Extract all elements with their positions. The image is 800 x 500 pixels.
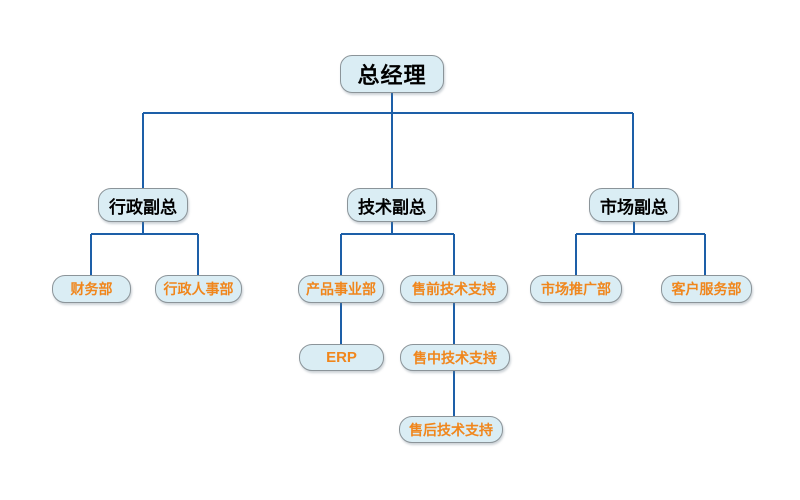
edges-tech-vp-children	[340, 222, 455, 275]
org-node-product: 产品事业部	[298, 275, 384, 303]
org-node-admin-vp: 行政副总	[98, 188, 188, 222]
org-node-ceo: 总经理	[340, 55, 444, 93]
org-node-tech-vp: 技术副总	[347, 188, 437, 222]
org-node-presales-support: 售前技术支持	[400, 275, 508, 303]
edges-support-chain	[340, 303, 455, 416]
org-node-admin-hr: 行政人事部	[155, 275, 242, 303]
org-node-midsales-support: 售中技术支持	[400, 344, 510, 371]
org-node-customer-service: 客户服务部	[661, 275, 752, 303]
org-node-market-vp: 市场副总	[589, 188, 679, 222]
edges-ceo-children	[142, 93, 634, 188]
org-node-finance: 财务部	[52, 275, 131, 303]
org-node-aftersales-support: 售后技术支持	[399, 416, 503, 443]
edges-market-vp-children	[575, 222, 706, 275]
edges-admin-vp-children	[90, 222, 199, 275]
org-node-erp: ERP	[299, 344, 384, 371]
org-node-marketing: 市场推广部	[530, 275, 622, 303]
